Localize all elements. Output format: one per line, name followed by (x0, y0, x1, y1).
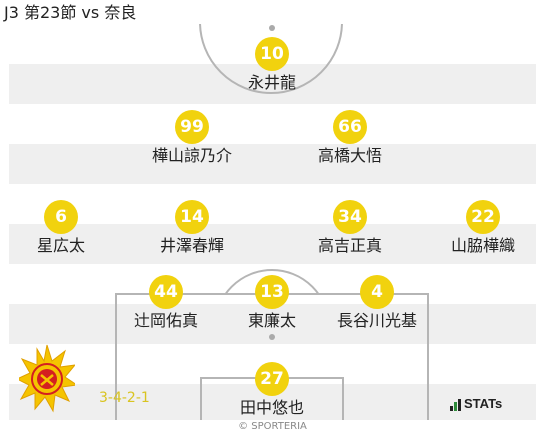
player-name: 井澤春輝 (159, 236, 224, 255)
page-title: J3 第23節 vs 奈良 (4, 3, 137, 22)
stats-bars-icon (450, 399, 461, 411)
player-number-badge: 13 (255, 275, 289, 309)
player-number-badge: 4 (360, 275, 394, 309)
player-df-2[interactable]: 13 東廉太 (207, 275, 337, 331)
copyright: © SPORTERIA (238, 421, 307, 432)
pitch-stripe (9, 144, 536, 184)
penalty-spot (269, 334, 275, 340)
player-am-left[interactable]: 99 樺山諒乃介 (127, 110, 257, 166)
player-fw[interactable]: 10 永井龍 (207, 37, 337, 93)
player-name: 高橋大悟 (317, 146, 382, 165)
player-name: 永井龍 (247, 73, 296, 92)
player-mf-4[interactable]: 22 山脇樺織 (418, 200, 545, 256)
player-am-right[interactable]: 66 高橋大悟 (285, 110, 415, 166)
player-mf-3[interactable]: 34 高吉正真 (285, 200, 415, 256)
stats-logo: STATs (450, 396, 502, 411)
player-name: 山脇樺織 (450, 236, 515, 255)
player-number-badge: 66 (333, 110, 367, 144)
player-mf-2[interactable]: 14 井澤春輝 (127, 200, 257, 256)
player-mf-1[interactable]: 6 星広太 (0, 200, 126, 256)
player-number-badge: 14 (175, 200, 209, 234)
player-name: 星広太 (36, 236, 85, 255)
top-center-spot (269, 25, 275, 31)
player-number-badge: 6 (44, 200, 78, 234)
team-emblem-icon (19, 344, 75, 413)
player-name: 辻岡佑真 (133, 311, 198, 330)
player-name: 高吉正真 (317, 236, 382, 255)
player-number-badge: 10 (255, 37, 289, 71)
player-number-badge: 27 (255, 362, 289, 396)
pitch (9, 24, 536, 420)
formation-label: 3-4-2-1 (99, 390, 150, 406)
player-number-badge: 99 (175, 110, 209, 144)
player-df-3[interactable]: 4 長谷川光基 (312, 275, 442, 331)
player-number-badge: 44 (149, 275, 183, 309)
player-name: 田中悠也 (239, 398, 304, 417)
player-number-badge: 22 (466, 200, 500, 234)
player-number-badge: 34 (333, 200, 367, 234)
player-name: 長谷川光基 (336, 311, 417, 330)
player-name: 東廉太 (247, 311, 296, 330)
stats-logo-text: STATs (464, 396, 503, 411)
pitch-stripe (9, 224, 536, 264)
player-name: 樺山諒乃介 (151, 146, 232, 165)
player-gk[interactable]: 27 田中悠也 (207, 362, 337, 418)
player-df-1[interactable]: 44 辻岡佑真 (101, 275, 231, 331)
